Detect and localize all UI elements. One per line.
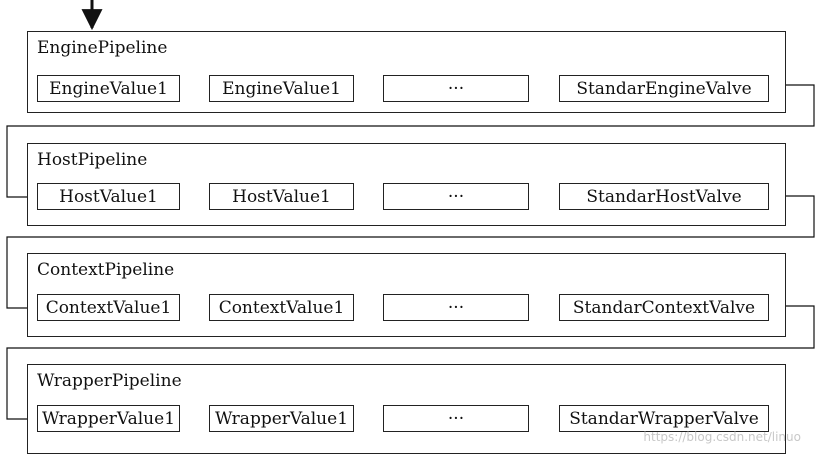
wrap-connector	[6, 195, 815, 313]
valve-box: StandarContextValve	[559, 294, 769, 321]
valve-box: ContextValue1	[37, 294, 180, 321]
valve-box: ContextValue1	[209, 294, 354, 321]
valve-box: StandarHostValve	[559, 183, 769, 210]
pipeline-title: HostPipeline	[37, 150, 148, 170]
pipeline-title: EnginePipeline	[37, 38, 168, 58]
valve-box: WrapperValue1	[37, 405, 180, 432]
pipeline-title: ContextPipeline	[37, 260, 175, 280]
watermark: https://blog.csdn.net/linuo	[643, 430, 801, 444]
valve-box: ···	[383, 405, 529, 432]
valve-box: HostValue1	[37, 183, 180, 210]
pipeline-title: WrapperPipeline	[37, 371, 182, 391]
valve-box: StandarWrapperValve	[559, 405, 769, 432]
valve-box: ···	[383, 183, 529, 210]
valve-box: EngineValue1	[209, 75, 354, 102]
valve-box: WrapperValue1	[209, 405, 354, 432]
valve-box: EngineValue1	[37, 75, 180, 102]
wrap-connector	[6, 305, 815, 424]
wrap-connector	[6, 84, 815, 202]
valve-box: StandarEngineValve	[559, 75, 769, 102]
valve-box: HostValue1	[209, 183, 354, 210]
valve-box: ···	[383, 294, 529, 321]
valve-box: ···	[383, 75, 529, 102]
